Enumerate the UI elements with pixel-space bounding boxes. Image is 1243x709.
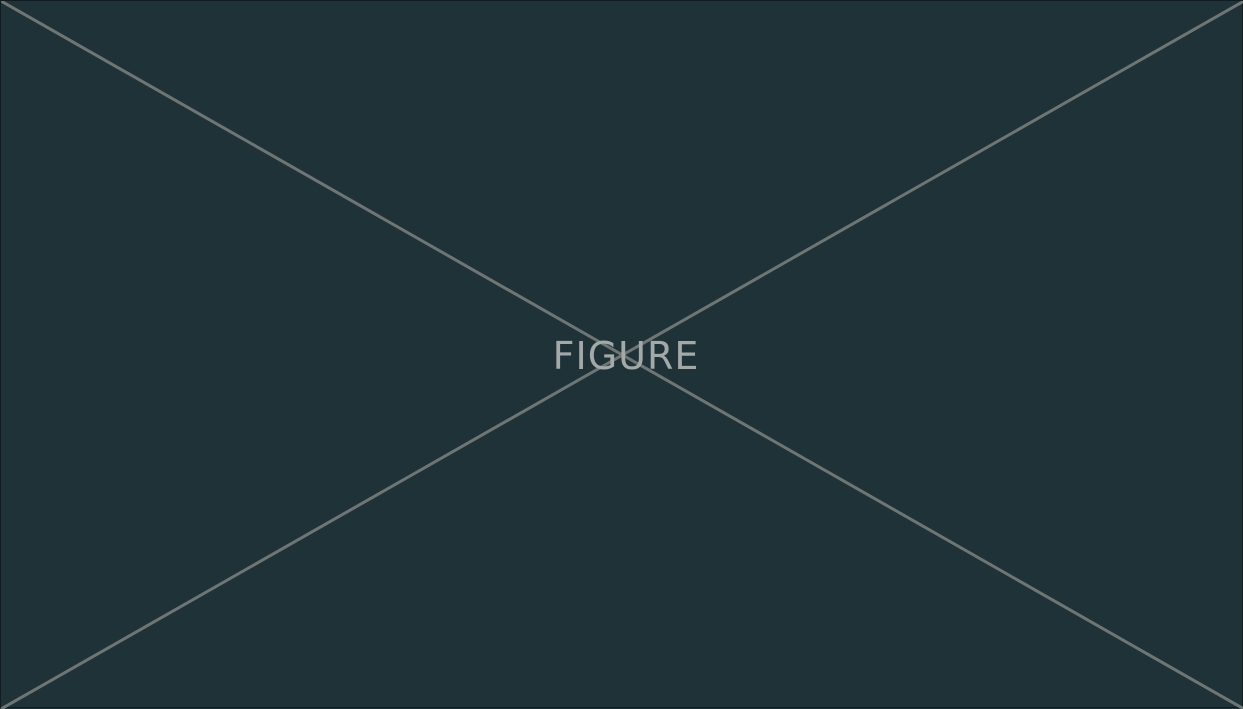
figure-placeholder: FIGURE [0, 0, 1243, 709]
diagonal-line-top-right-to-bottom-left [1, 1, 1243, 709]
placeholder-cross-graphic [1, 1, 1243, 709]
